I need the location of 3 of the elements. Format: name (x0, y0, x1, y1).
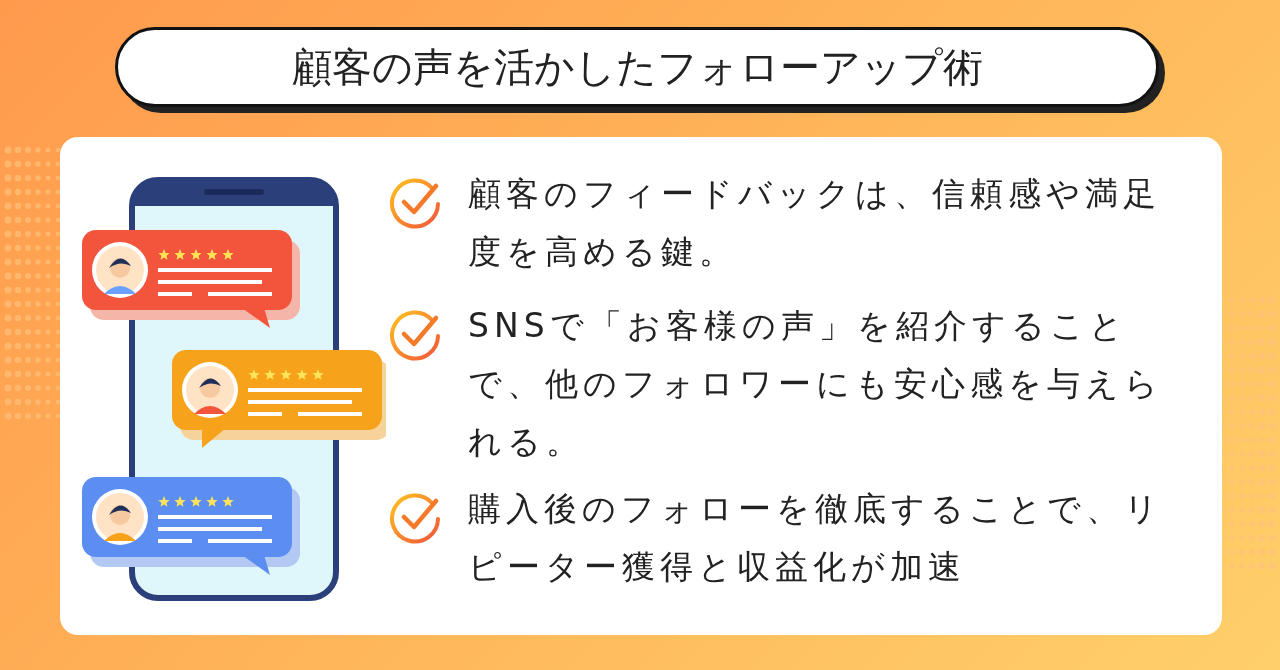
bullet-text: 購入後のフォローを徹底することで、リピーター獲得と収益化が加速 (468, 488, 1164, 588)
bullet-text: 顧客のフィードバックは、信頼感や満足度を高める鍵。 (468, 173, 1162, 273)
bullet-text: SNSで「お客様の声」を紹介することで、他のフォロワーにも安心感を与えられる。 (468, 305, 1164, 463)
